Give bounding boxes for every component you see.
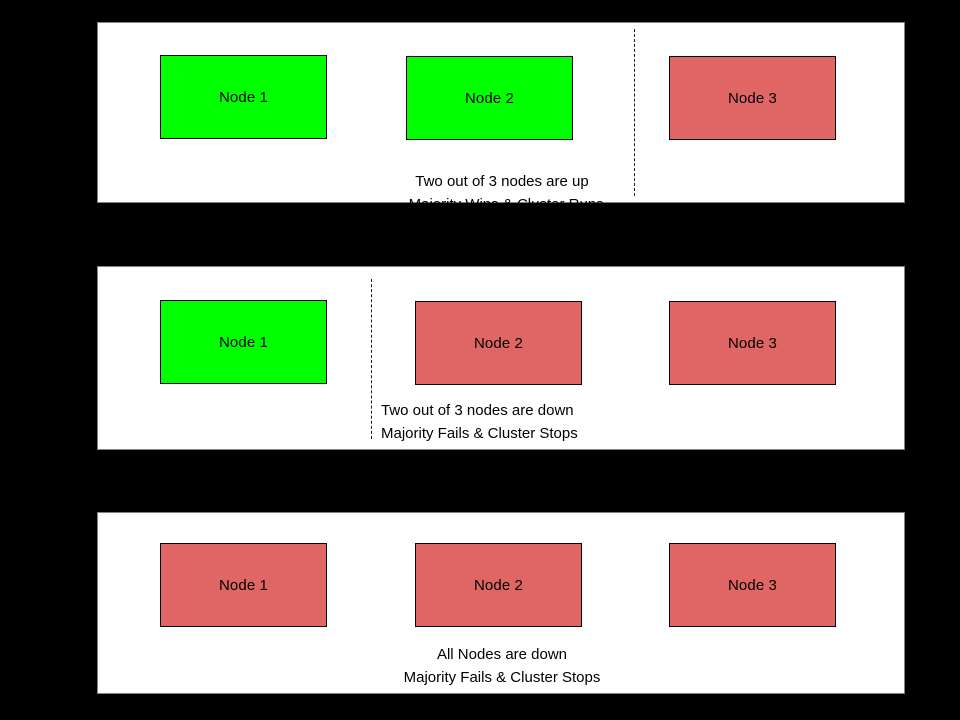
scenario-panel-two-down: Node 1 Node 2 Node 3 Two out of 3 nodes … [97,266,905,450]
node-box-3[interactable]: Node 3 [669,56,836,140]
node-label: Node 1 [219,88,268,106]
node-label: Node 1 [219,576,268,594]
node-box-2[interactable]: Node 2 [415,543,582,627]
panel-caption: All Nodes are down Majority Fails & Clus… [362,643,642,689]
caption-line-2: , Majority Wins & Cluster Runs [400,196,604,213]
node-label: Node 1 [219,333,268,351]
node-label: Node 3 [728,576,777,594]
caption-line-1: Two out of 3 nodes are down [381,402,574,419]
node-box-3[interactable]: Node 3 [669,543,836,627]
panel-caption: Two out of 3 nodes are down Majority Fai… [381,399,711,445]
quorum-divider [634,29,635,196]
caption-line-2: Majority Fails & Cluster Stops [381,425,578,442]
node-label: Node 3 [728,89,777,107]
panel-caption: Two out of 3 nodes are up , Majority Win… [362,170,642,216]
node-box-3[interactable]: Node 3 [669,301,836,385]
scenario-panel-all-down: Node 1 Node 2 Node 3 All Nodes are down … [97,512,905,694]
caption-line-2: Majority Fails & Cluster Stops [403,669,601,686]
node-label: Node 3 [728,334,777,352]
node-box-2[interactable]: Node 2 [406,56,573,140]
node-box-1[interactable]: Node 1 [160,55,327,139]
caption-line-1: All Nodes are down [436,646,568,663]
quorum-divider [371,279,372,439]
node-box-1[interactable]: Node 1 [160,543,327,627]
caption-line-1: Two out of 3 nodes are up [415,173,589,190]
node-box-2[interactable]: Node 2 [415,301,582,385]
node-box-1[interactable]: Node 1 [160,300,327,384]
scenario-panel-two-up: Node 1 Node 2 Node 3 Two out of 3 nodes … [97,22,905,213]
node-label: Node 2 [465,89,514,107]
node-label: Node 2 [474,576,523,594]
node-label: Node 2 [474,334,523,352]
